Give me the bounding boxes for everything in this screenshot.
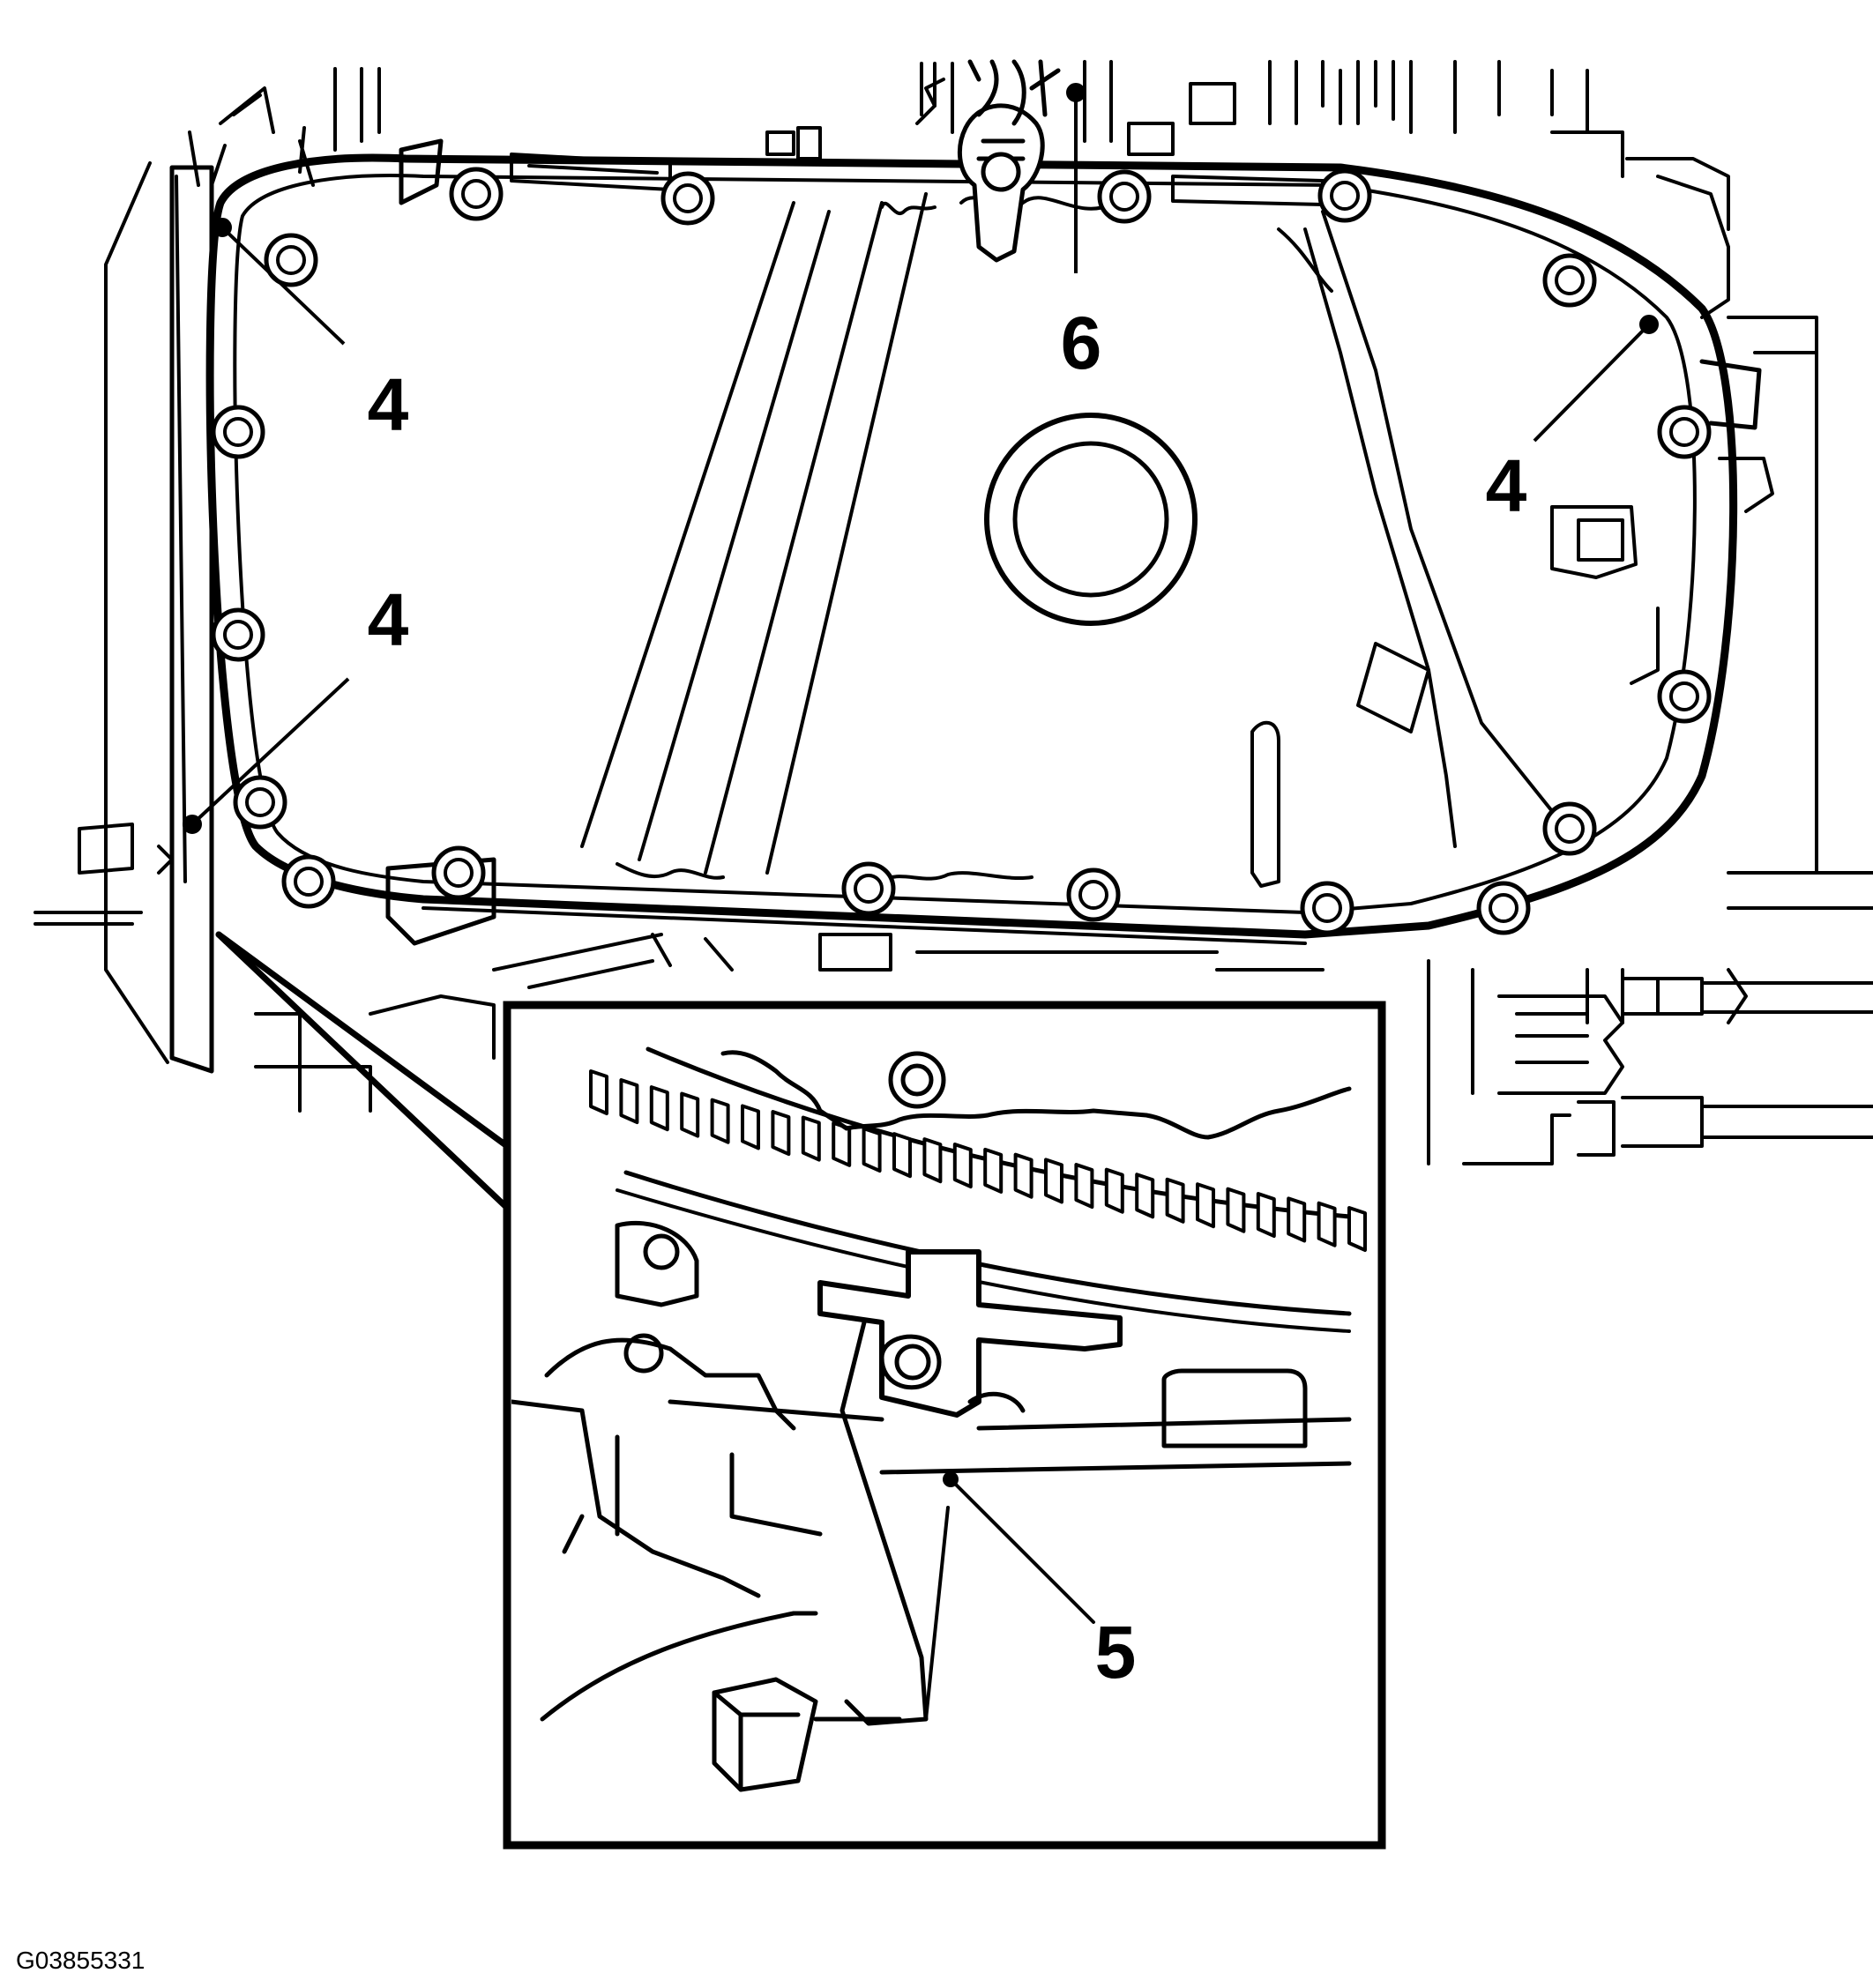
oil-pan bbox=[104, 130, 1762, 1074]
bolt-head bbox=[1476, 881, 1531, 935]
oil-pan-bolts bbox=[211, 167, 1712, 935]
bolt-head bbox=[1317, 168, 1372, 223]
gear-tooth bbox=[1196, 1182, 1215, 1229]
gear-tooth bbox=[1104, 1167, 1124, 1214]
bolt-head bbox=[1542, 253, 1597, 308]
gear-tooth bbox=[892, 1132, 912, 1179]
gear-tooth bbox=[741, 1104, 760, 1150]
gear-tooth bbox=[589, 1069, 608, 1115]
bolt-head bbox=[1542, 801, 1597, 856]
bolt-head bbox=[264, 233, 318, 287]
bolt-head bbox=[211, 607, 265, 662]
detail-pointer bbox=[215, 931, 511, 1211]
gear-tooth bbox=[801, 1115, 821, 1162]
gear-tooth bbox=[1226, 1187, 1246, 1233]
figure-id: G03855331 bbox=[16, 1947, 145, 1974]
callout-6-top-center: 6 bbox=[1061, 302, 1102, 384]
bolt-head bbox=[1066, 867, 1121, 922]
bolt-head bbox=[841, 861, 896, 916]
engine-background-lines bbox=[34, 60, 1873, 1165]
bolt-head bbox=[233, 775, 287, 830]
gear-tooth bbox=[1044, 1158, 1063, 1204]
bolt-head bbox=[1657, 405, 1712, 459]
gear-tooth bbox=[1074, 1163, 1094, 1210]
sensor-connector bbox=[957, 59, 1061, 263]
gear-tooth bbox=[619, 1078, 639, 1125]
gear-tooth bbox=[862, 1127, 882, 1173]
gear-tooth bbox=[1013, 1152, 1034, 1199]
detail-inset bbox=[503, 1001, 1386, 1850]
gear-tooth bbox=[1135, 1173, 1155, 1219]
gear-tooth bbox=[1287, 1196, 1307, 1243]
bolt-head bbox=[1097, 169, 1152, 224]
bolt-head bbox=[281, 854, 336, 909]
gear-tooth bbox=[680, 1091, 700, 1138]
gear-tooth bbox=[1165, 1177, 1185, 1224]
bolt-head bbox=[1657, 669, 1712, 724]
callout-leaders bbox=[183, 83, 1659, 834]
gear-tooth bbox=[1347, 1206, 1367, 1252]
bolt-head bbox=[431, 845, 486, 900]
bolt-head bbox=[660, 171, 715, 226]
gear-tooth bbox=[1256, 1192, 1276, 1239]
gear-tooth bbox=[710, 1098, 730, 1144]
gear-tooth bbox=[952, 1143, 973, 1189]
callout-4-lower-left: 4 bbox=[368, 578, 409, 661]
gear-tooth bbox=[649, 1085, 669, 1132]
callout-labels: 4 4 4 6 5 bbox=[368, 302, 1527, 1694]
bolt-head bbox=[449, 167, 504, 221]
callout-5-detail: 5 bbox=[1095, 1611, 1137, 1694]
callout-4-right: 4 bbox=[1486, 444, 1527, 527]
bolt-head bbox=[1300, 881, 1354, 935]
gear-tooth bbox=[983, 1147, 1004, 1194]
gear-tooth bbox=[1317, 1201, 1337, 1247]
bolt-head bbox=[211, 405, 265, 459]
gear-tooth bbox=[922, 1137, 943, 1184]
gear-tooth bbox=[771, 1110, 791, 1157]
callout-4-upper-left: 4 bbox=[368, 363, 409, 446]
